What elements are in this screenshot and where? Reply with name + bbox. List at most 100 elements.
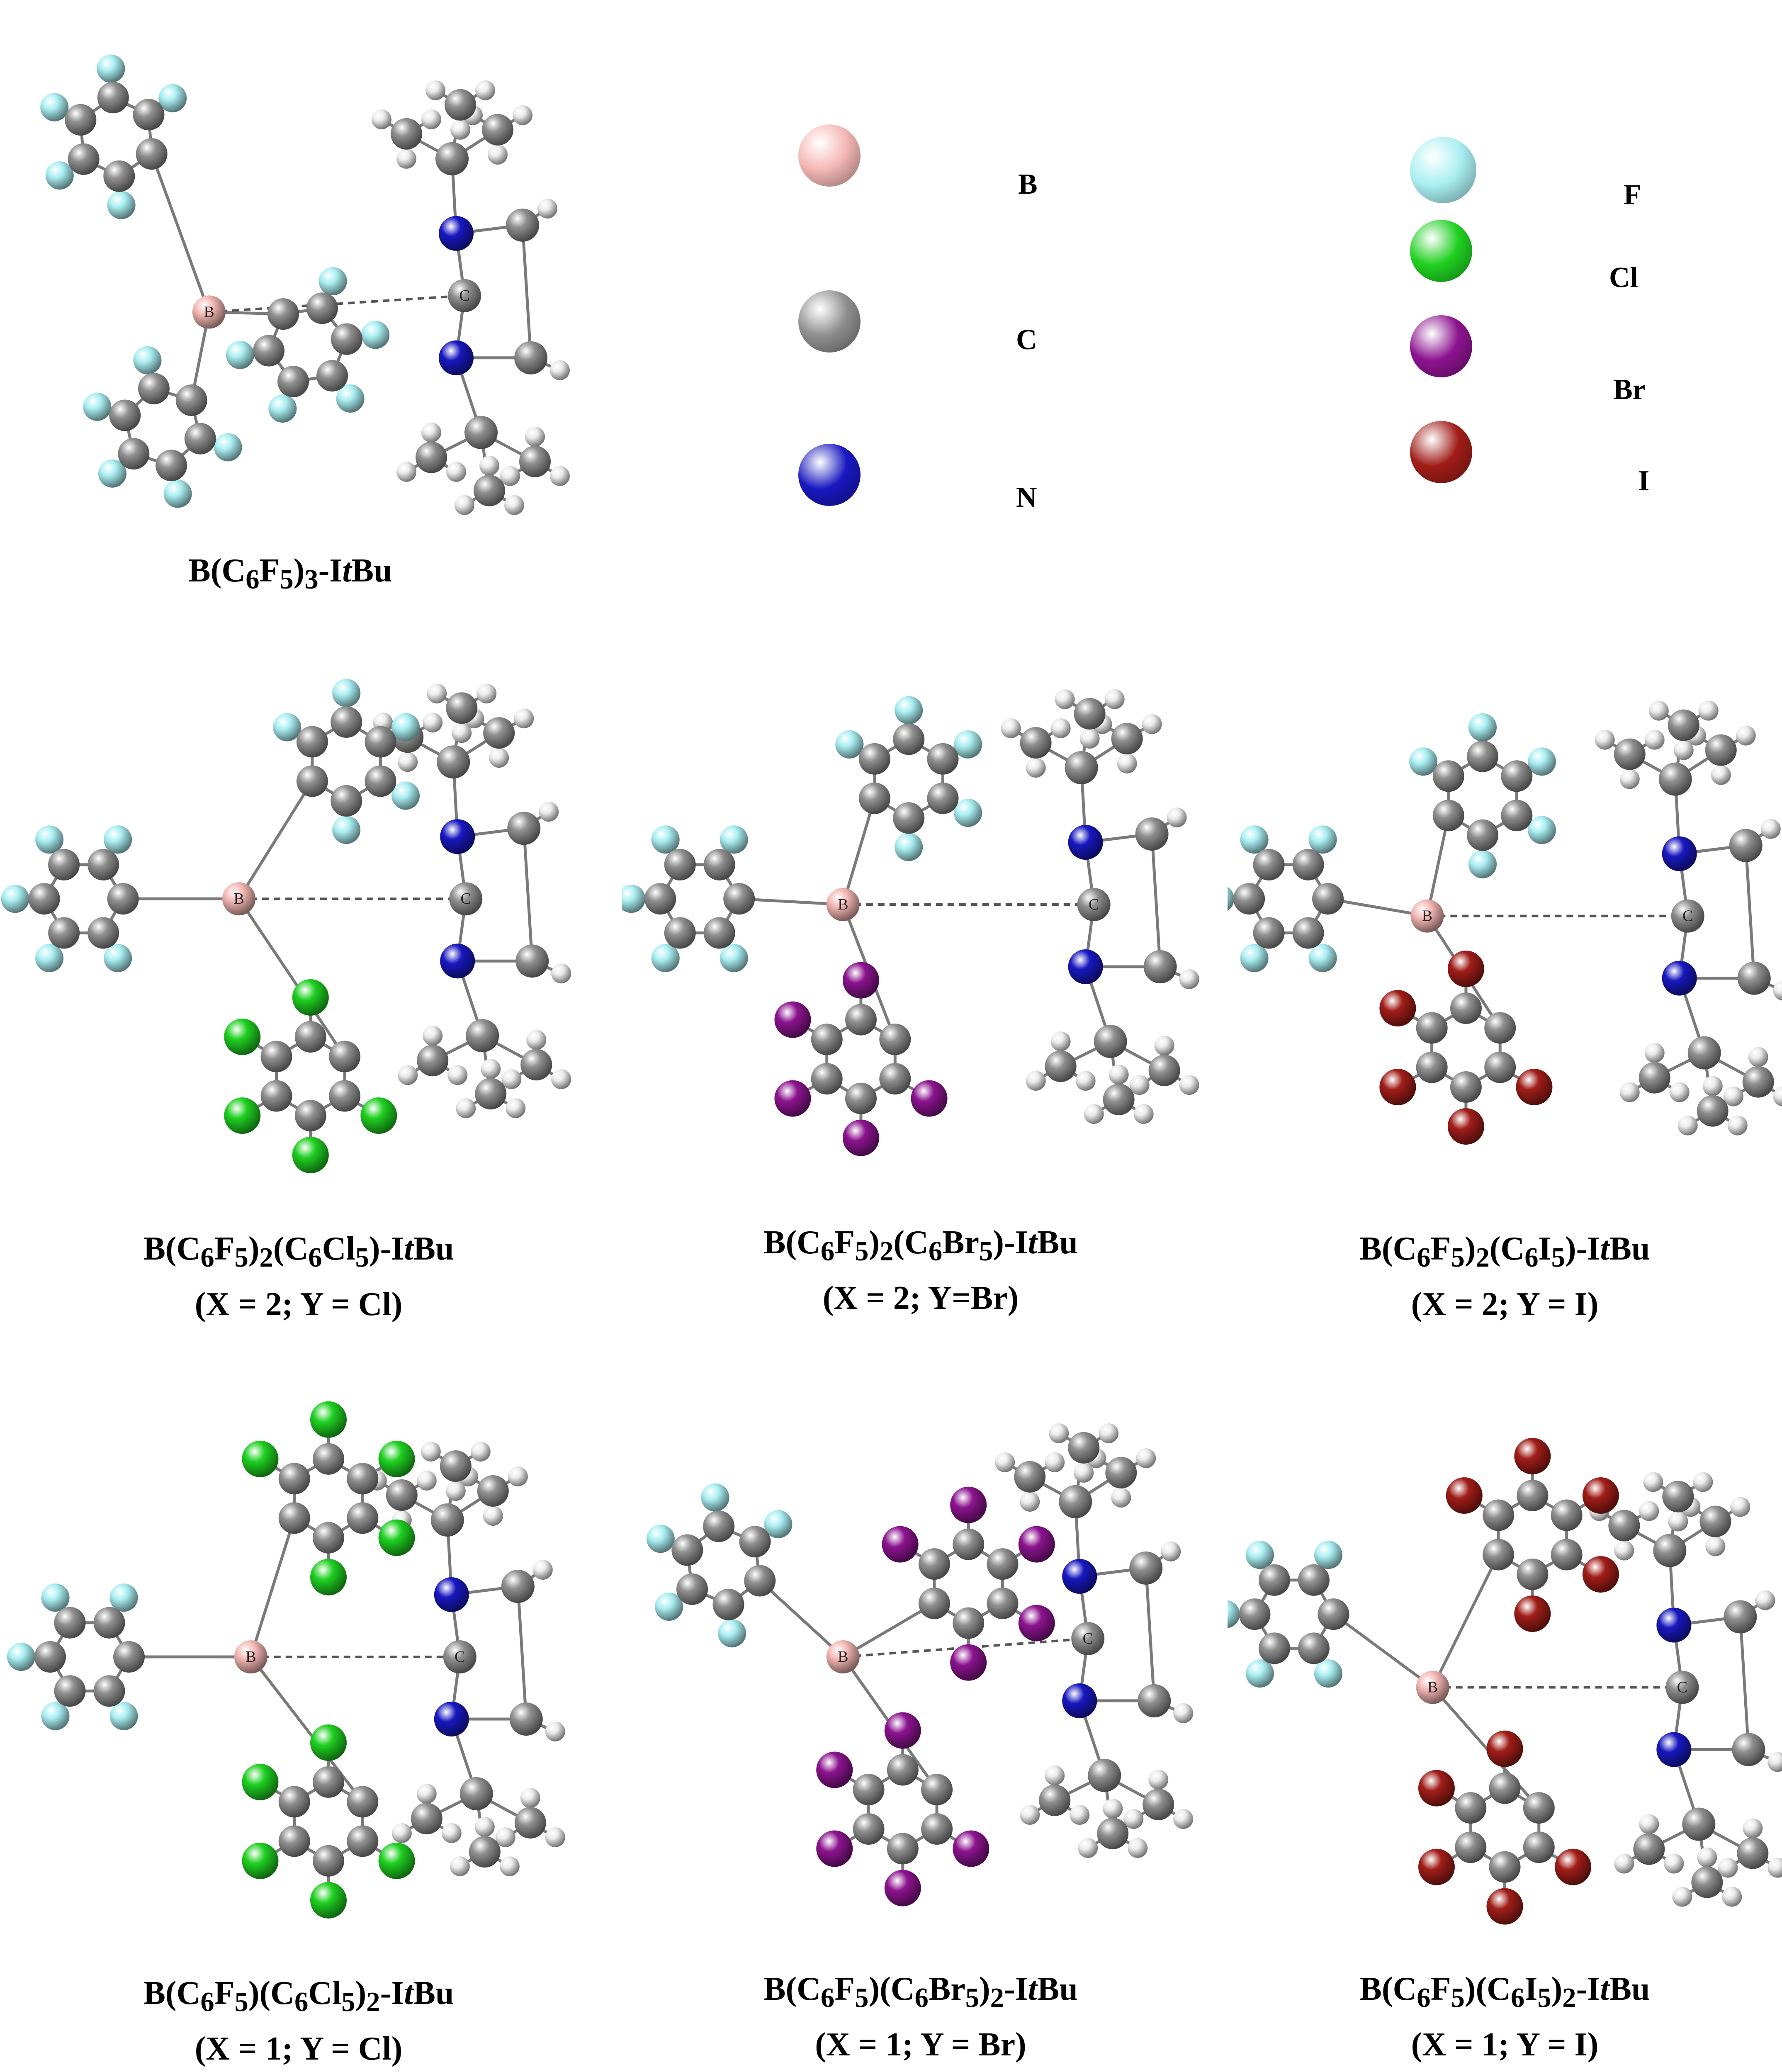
atom-c [1071,1622,1105,1655]
atom-c [918,1548,950,1580]
atom-h [551,963,571,984]
atom-h [526,1030,547,1050]
atom-h [1026,1071,1046,1091]
atom-h [1639,1501,1659,1521]
atom-cl [360,1097,397,1134]
atom-f [226,340,254,369]
atom-c [329,1080,361,1112]
legend-ball-cl [1410,220,1472,282]
atom-n [1662,836,1697,871]
atom-c [1484,1051,1516,1083]
atom-c [953,1528,985,1560]
atom-c [1732,1733,1765,1766]
atom-c [1687,1036,1721,1070]
atom-c [1253,917,1285,949]
bond [841,798,876,905]
atom-c [506,208,539,242]
compound-name: B(C6F5)2(C6I5)-ItBu [1359,1231,1650,1273]
atom-c [1253,849,1285,880]
atom-h [1730,1497,1750,1517]
atom-h [532,1560,553,1580]
legend-label-b: B [1018,168,1038,200]
atom-c [411,1803,442,1834]
carbene-carbon-label: C [1677,1679,1687,1696]
atom-c [644,883,676,915]
atom-c [267,298,299,330]
atom-cl [310,1724,347,1761]
atom-c [294,1100,326,1131]
atom-f [1228,1600,1240,1628]
carbene-carbon-label: C [455,1648,465,1666]
atom-c [365,765,396,797]
boron-label: B [204,303,214,321]
boron-label: B [1427,1679,1438,1696]
atom-f [954,730,982,759]
atom-c [313,1766,344,1798]
atom-h [1049,1423,1069,1443]
atom-h [1078,1838,1098,1858]
atom-c [1077,888,1111,921]
atom-c [1143,1788,1174,1820]
atom-f [361,321,390,349]
atom-b [1416,1671,1449,1704]
atom-c [48,917,80,949]
atom-h [1136,1448,1156,1468]
atom-f [41,1702,70,1730]
atom-c [88,849,119,880]
atom-f [391,713,420,742]
atom-h [1129,1075,1150,1095]
atom-h [1045,1765,1065,1785]
carbene-carbon-label: C [1682,907,1693,925]
atom-c [93,1607,125,1639]
atom-c [879,1063,911,1095]
atom-c [435,142,469,175]
atom-c [858,743,890,775]
atom-c [65,104,97,136]
atom-i [1516,1069,1553,1105]
atom-c [1258,1564,1290,1596]
atom-c [294,1021,326,1053]
boron-label: B [838,1648,848,1666]
atom-f [158,84,187,112]
atom-f [1,885,29,913]
atom-c [1138,1684,1171,1717]
atom-i [1486,1888,1523,1925]
atom-c [1455,1831,1487,1863]
atom-h [423,713,443,733]
atom-i [1555,1848,1592,1885]
atom-c [811,1024,843,1055]
atom-h [421,109,441,129]
atom-h [450,119,470,140]
atom-h [1711,765,1731,785]
atom-f [1240,944,1269,973]
atom-c [1135,817,1169,851]
atom-h [1099,1423,1119,1443]
atom-h [481,1059,501,1079]
caption-p3: B(C6F5)2(C6I5)-ItBu (X = 2; Y = I) [1228,1226,1782,1328]
atom-c [1312,883,1344,915]
atom-b [826,1640,860,1673]
atom-h [398,752,418,772]
atom-c [703,917,735,949]
atom-br [774,1001,811,1038]
atom-c [277,365,309,397]
atom-h [1173,1703,1194,1723]
atom-f [104,825,132,854]
atom-cl [310,1882,347,1919]
atom-c [296,726,328,758]
atom-f [622,885,646,913]
atom-c [739,1526,771,1558]
atom-c [1111,723,1143,754]
atom-c [1292,849,1324,880]
atom-c [464,416,498,449]
atom-n [1656,1608,1692,1643]
atom-f [1527,747,1556,776]
atom-h [1070,1804,1090,1825]
atom-br [950,1644,987,1681]
atom-c [417,1045,449,1077]
atom-h [1142,714,1162,734]
atom-c [921,1813,953,1845]
atom-h [1614,1540,1634,1561]
atom-f [104,944,132,973]
